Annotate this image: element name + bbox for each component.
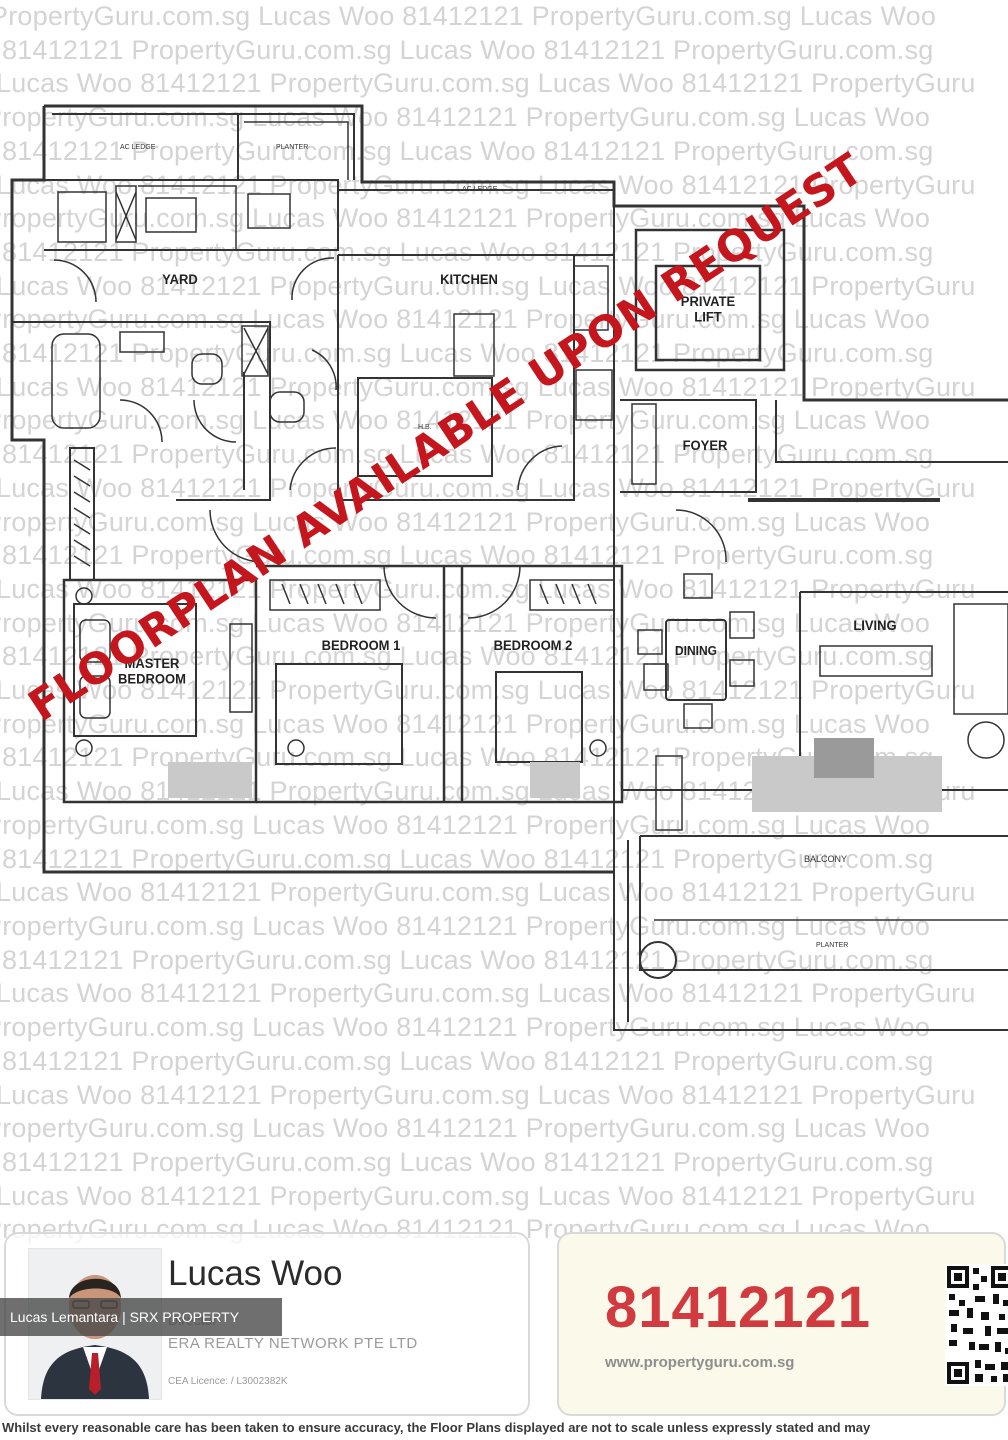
watermark-line: 81412121 PropertyGuru.com.sg Lucas Woo 8… [2, 439, 934, 470]
contact-phone[interactable]: 81412121 [605, 1275, 872, 1340]
ac-ledge-label-2: AC LEDGE [462, 186, 498, 193]
watermark-line: Lucas Woo 81412121 PropertyGuru.com.sg L… [0, 68, 976, 99]
watermark-line: 81412121 PropertyGuru.com.sg Lucas Woo 8… [2, 843, 934, 874]
planter-label-2: PLANTER [816, 942, 849, 949]
watermark-line: Lucas Woo 81412121 PropertyGuru.com.sg L… [0, 675, 976, 706]
agent-licence: CEA Licence: / L3002382K [168, 1376, 288, 1387]
watermark-line: PropertyGuru.com.sg Lucas Woo 81412121 P… [0, 809, 931, 840]
watermark-line: PropertyGuru.com.sg Lucas Woo 81412121 P… [0, 708, 931, 739]
room-label-bedroom1: BEDROOM 1 [321, 637, 401, 654]
watermark-line: Lucas Woo 81412121 PropertyGuru.com.sg L… [0, 978, 976, 1009]
watermark-line: Lucas Woo 81412121 PropertyGuru.com.sg L… [0, 472, 976, 503]
watermark-line: PropertyGuru.com.sg Lucas Woo 81412121 P… [0, 405, 931, 436]
balcony-label: BALCONY [804, 854, 848, 864]
qr-code-icon[interactable] [945, 1264, 1008, 1386]
floorplan-drawing [10, 104, 1008, 1031]
agent-name: Lucas Woo [168, 1254, 343, 1293]
watermark-line: PropertyGuru.com.sg Lucas Woo 81412121 P… [0, 506, 931, 537]
agent-company: ERA REALTY NETWORK PTE LTD [168, 1335, 418, 1352]
watermark-line: PropertyGuru.com.sg Lucas Woo 81412121 P… [0, 1113, 931, 1144]
room-label-yard: YARD [162, 271, 198, 288]
disclaimer-text: Whilst every reasonable care has been ta… [2, 1420, 871, 1435]
watermark-line: 81412121 PropertyGuru.com.sg Lucas Woo 8… [2, 338, 934, 369]
watermark-line: PropertyGuru.com.sg Lucas Woo 81412121 P… [0, 910, 931, 941]
watermark-line: PropertyGuru.com.sg Lucas Woo 81412121 P… [0, 1, 937, 31]
watermark-line: 81412121 PropertyGuru.com.sg Lucas Woo 8… [2, 1045, 934, 1076]
watermark-line: PropertyGuru.com.sg Lucas Woo 81412121 P… [0, 607, 931, 638]
ac-ledge-label-1: AC LEDGE [120, 144, 156, 151]
watermark-line: PropertyGuru.com.sg Lucas Woo 81412121 P… [0, 304, 931, 335]
room-label-living: LIVING [853, 617, 897, 634]
watermark-line: 81412121 PropertyGuru.com.sg Lucas Woo 8… [2, 34, 934, 65]
watermark-line: Lucas Woo 81412121 PropertyGuru.com.sg L… [0, 169, 976, 200]
room-label-kitchen: KITCHEN [440, 271, 498, 288]
room-label-foyer: FOYER [682, 437, 728, 454]
watermark-line: Lucas Woo 81412121 PropertyGuru.com.sg L… [0, 877, 976, 908]
hob-label: H.B. [418, 424, 432, 431]
watermark-line: PropertyGuru.com.sg Lucas Woo 81412121 P… [0, 203, 931, 234]
contact-website[interactable]: www.propertyguru.com.sg [605, 1354, 795, 1371]
watermark-line: 81412121 PropertyGuru.com.sg Lucas Woo 8… [2, 135, 934, 166]
photo-caption: Lucas Lemantara | SRX PROPERTY [0, 1298, 282, 1336]
room-label-dining: DINING [675, 643, 717, 659]
watermark-line: Lucas Woo 81412121 PropertyGuru.com.sg L… [0, 1079, 976, 1110]
watermark-line: Lucas Woo 81412121 PropertyGuru.com.sg L… [0, 1180, 976, 1211]
room-label-private-lift: PRIVATE LIFT [680, 293, 736, 325]
watermark-line: PropertyGuru.com.sg Lucas Woo 81412121 P… [0, 1012, 931, 1043]
watermark-line: 81412121 PropertyGuru.com.sg Lucas Woo 8… [2, 641, 934, 672]
watermark-line: Lucas Woo 81412121 PropertyGuru.com.sg L… [0, 270, 976, 301]
watermark-line: 81412121 PropertyGuru.com.sg Lucas Woo 8… [2, 236, 934, 267]
room-label-bedroom2: BEDROOM 2 [493, 637, 573, 654]
room-label-master-bedroom: MASTER BEDROOM [118, 655, 186, 687]
watermark-text: PropertyGuru.com.sg Lucas Woo 81412121 P… [0, 1, 976, 1244]
planter-label-1: PLANTER [276, 144, 309, 151]
watermark-line: 81412121 PropertyGuru.com.sg Lucas Woo 8… [2, 1146, 934, 1177]
contact-card: 81412121 www.propertyguru.com.sg [557, 1232, 1008, 1416]
